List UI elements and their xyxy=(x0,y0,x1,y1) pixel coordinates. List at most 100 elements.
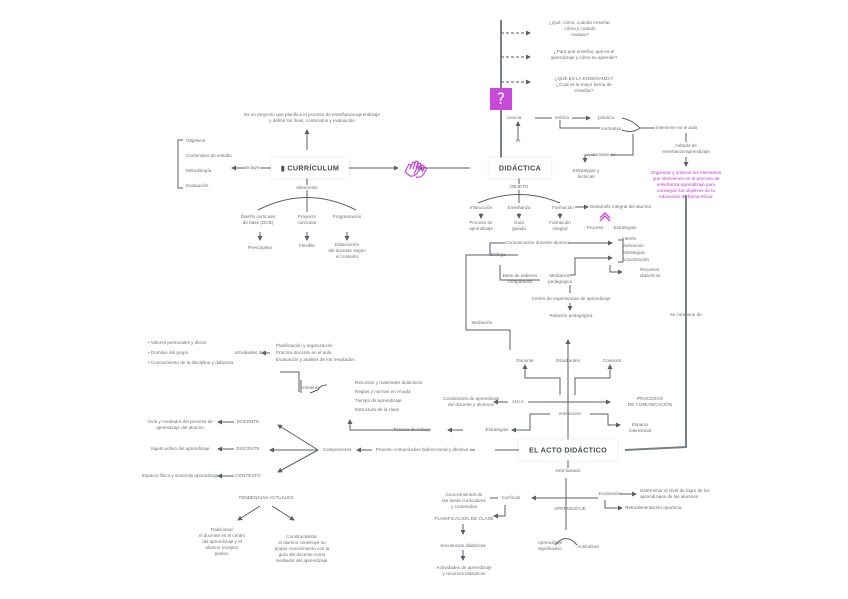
question-3: ¿QUÉ ES LA ENSEÑANZA? ¿Cuál es la mejor … xyxy=(554,76,614,93)
role: DISCENTE xyxy=(236,446,260,451)
curriculum-item: Metodología xyxy=(186,168,212,173)
dialogo-top: Comunicación docente-alumno xyxy=(505,240,569,245)
acto-top-item: Estudiantes xyxy=(555,358,581,363)
dialogo-label: Diálogo xyxy=(490,252,506,257)
acto-main-left: Proceso comunicativo bidireccional y afe… xyxy=(375,447,469,452)
didactica-purpose: Organizar y ordenar los elementos que in… xyxy=(650,170,722,199)
curriculum-elements-label: elementos xyxy=(296,185,318,190)
didactica-method: método de enseñanza-aprendizaje xyxy=(662,143,710,154)
hands-icon xyxy=(404,160,428,178)
didactica-merge: interviene en el aula xyxy=(656,125,698,130)
middle-right-item: Estructura de la clase xyxy=(355,407,400,412)
role-desc: Espacio físico y social de aprendizaje xyxy=(141,473,219,478)
middle-right-item: Recursos y materiales didácticos xyxy=(355,380,423,385)
upper-left-item: Evaluación y análisis de los resultados xyxy=(276,357,355,362)
upper-left-far: • Conocimiento de la disciplina y didáct… xyxy=(148,360,234,365)
didactica-consists-result: Estrategias y técnicas xyxy=(572,168,600,179)
objeto-label: OBJETO xyxy=(509,184,529,189)
dialogo-item: Actualización xyxy=(622,257,650,262)
aprendizaje-item: Aprendizaje significativo xyxy=(537,540,563,551)
didactica-node[interactable]: DIDÁCTICA xyxy=(488,157,552,179)
aula-right: PROCESOS DE COMUNICACIÓN xyxy=(627,396,673,407)
curriculum-item: Objetivos xyxy=(186,138,206,143)
dialogo-item: Motivación xyxy=(622,243,644,248)
curriculum-node[interactable]: ▮ CURRÍCULUM xyxy=(270,157,350,179)
question-1: ¿Qué, cómo, cuándo enseñar, cómo y cuánd… xyxy=(549,20,611,37)
objeto-result: Guía guiada xyxy=(512,220,526,231)
tendencia: Tradicional: el docente es el centro del… xyxy=(198,527,246,556)
centro-experiencias: Centro de experiencias de aprendizaje xyxy=(531,296,611,301)
acto-top-item: Contexto xyxy=(602,358,622,363)
dialogo-side: Recursos didácticos xyxy=(640,267,661,278)
role: CONTEXTO xyxy=(235,473,261,478)
dialogo-item: Estrategias xyxy=(622,250,645,255)
didactica-flow: práctica xyxy=(597,115,615,120)
interaccion-right: Espacio intencional xyxy=(629,422,651,433)
didactica-flow: normativa xyxy=(600,126,622,131)
curriculum-branch: Proyecto curricular xyxy=(297,214,317,225)
role-desc: Sujeto activo del aprendizaje xyxy=(150,446,210,451)
mediacion-left: Mediación xyxy=(471,320,493,325)
base-saberes: Base de saberes compartidos xyxy=(502,273,538,284)
role-desc: Guía y mediador del proceso de aprendiza… xyxy=(147,419,213,430)
role: DOCENTE xyxy=(236,419,260,424)
roles-label: Componentes xyxy=(322,447,352,452)
upper-left-item: Práctica docente en el aula xyxy=(276,350,332,355)
mediacion-pedagogica: Mediación pedagógica xyxy=(548,273,572,284)
aula-left: Condiciones de aprendizaje del docente y… xyxy=(442,396,500,407)
curriculum-item: Contenidos de estudio xyxy=(186,153,232,158)
interaccion-label: interacción xyxy=(558,411,582,416)
estrategias-left: Técnica de trabajo xyxy=(393,427,431,432)
curriculum-branch: Diseño curricular de base (DCB) xyxy=(240,214,276,225)
upper-left-far: • Dominio del grupo xyxy=(148,350,189,355)
tendencias-label: TENDENCIAS ACTUALES xyxy=(238,495,294,500)
question-2: ¿Para qué enseñar, qué es el aprendizaje… xyxy=(550,49,618,60)
chevron-label: Proceso xyxy=(586,225,604,230)
objeto-item: Enseñanza xyxy=(507,205,531,210)
interaccion-left: Estrategias xyxy=(485,427,509,432)
objeto-item: Instrucción xyxy=(469,205,493,210)
curriculum-branch-result: Flexible xyxy=(299,243,315,248)
curriculo-label: Currículo xyxy=(501,495,521,500)
formacion-link: Desarrollo integral del alumno xyxy=(590,204,652,209)
upper-left-label: actividades de xyxy=(234,350,264,355)
relacion-pedagogica: Relación pedagógica xyxy=(549,313,593,318)
ambiente-label: Ambiente xyxy=(300,385,320,390)
curriculum-definition: Es un proyecto que planifica el proceso … xyxy=(244,112,380,123)
acto-didactico-node[interactable]: EL ACTO DIDÁCTICO xyxy=(518,439,618,461)
planificacion: PLANIFICACIÓN DE CLASE xyxy=(434,516,494,521)
curriculum-branch-result: Elaboración del docente según el context… xyxy=(328,242,366,259)
objeto-item: Formación xyxy=(552,205,574,210)
secuencias: Secuencias didácticas xyxy=(440,543,486,548)
curriculum-includes-label: incluye xyxy=(244,165,260,170)
upper-left-far: • Valores personales y éticos xyxy=(148,340,207,345)
dialogo-item: Interés xyxy=(622,236,637,241)
tendencia: Constructivista: el alumno construye su … xyxy=(274,534,330,563)
objeto-result: Proceso de aprendizaje xyxy=(469,220,493,231)
chevron-label: Estrategias xyxy=(613,225,637,230)
question-icon: ? xyxy=(490,88,512,110)
objeto-result: Formación integral xyxy=(549,220,571,231)
middle-right-item: Tiempo de aprendizaje xyxy=(355,398,402,403)
curriculum-branch-result: Prescriptivo xyxy=(248,245,272,250)
vertical-label: se compone de xyxy=(670,312,702,317)
aula-label: AULA xyxy=(511,399,525,404)
upper-left-item: Planificación y organización xyxy=(276,343,333,348)
aprendizaje-item: Actitudinal xyxy=(577,544,599,549)
actividades: Actividades de aprendizaje y recursos di… xyxy=(436,565,492,576)
book-icon: ▮ xyxy=(280,163,286,173)
acto-top-item: Docente xyxy=(516,358,534,363)
aprendizaje-label: APRENDIZAJE xyxy=(554,506,586,511)
curriculum-branch: Programación xyxy=(332,214,362,219)
didactica-ciencia: ciencia xyxy=(507,115,522,120)
didactica-es-label: es xyxy=(515,138,521,143)
retroalimentacion: Retroalimentación oportuna xyxy=(625,505,682,510)
didactica-consists: consiste en xyxy=(592,152,616,157)
evaluacion-label: Evaluación xyxy=(598,491,622,496)
curriculum-item: Evaluación xyxy=(186,183,209,188)
chevron-up-icon xyxy=(599,212,611,222)
evaluacion-desc: Determinar el nivel de logro de los apre… xyxy=(640,488,710,499)
bottom-label: está basado xyxy=(555,468,581,473)
curriculo-desc: Conocimientos de las áreas curriculares … xyxy=(442,492,486,509)
